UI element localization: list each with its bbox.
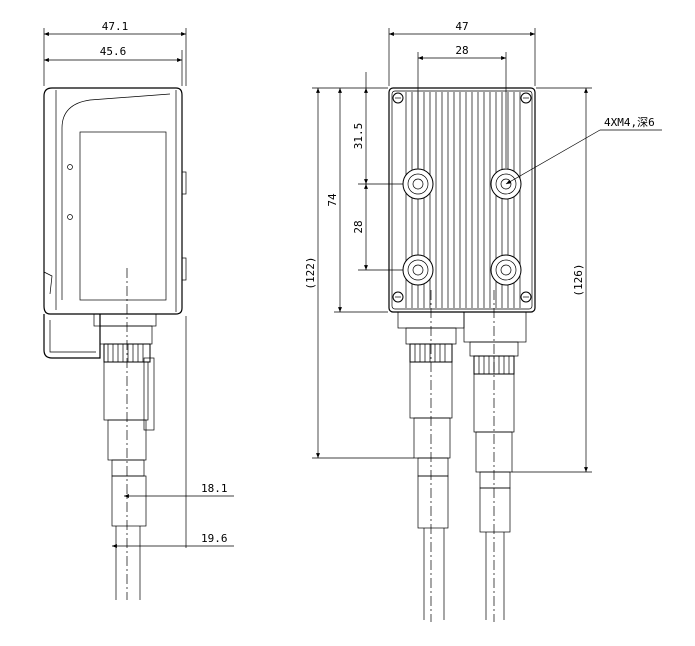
rear-dim-47-label: 47 [455, 20, 468, 33]
rear-dim-31-5: 31.5 [352, 72, 403, 185]
hole-callout-label: 4XM4,深6 [604, 116, 655, 129]
side-dim-45-6: 45.6 [44, 45, 183, 86]
side-dim-47-1: 47.1 [43, 20, 187, 86]
side-view: 47.1 45.6 18.1 19.6 [43, 20, 234, 600]
rear-dim-28-horizontal: 28 [417, 44, 507, 168]
side-dim-45-6-label: 45.6 [100, 45, 127, 58]
mounting-hole-icon [402, 168, 522, 286]
hole-callout: 4XM4,深6 [505, 116, 662, 185]
side-dim-18-1: 18.1 [124, 316, 234, 548]
rear-dim-126: (126) [512, 87, 592, 473]
rear-view: 47 28 31.5 28 74 [304, 20, 662, 622]
side-dim-18-1-label: 18.1 [201, 482, 228, 495]
rear-dim-122: (122) [304, 87, 414, 459]
rear-view-connectors [397, 290, 527, 622]
side-dim-47-1-label: 47.1 [102, 20, 129, 33]
rear-dim-31-5-label: 31.5 [352, 123, 365, 150]
rear-dim-74: 74 [326, 88, 388, 313]
rear-dim-122-label: (122) [304, 256, 317, 289]
side-view-body [43, 87, 187, 315]
rear-dim-28-vertical: 28 [352, 184, 403, 271]
rear-dim-28-vertical-label: 28 [352, 220, 365, 233]
rear-view-body [388, 87, 536, 313]
rear-dim-74-label: 74 [326, 193, 339, 207]
rear-dim-126-label: (126) [572, 263, 585, 296]
side-view-connector [43, 268, 157, 600]
rear-dim-47: 47 [388, 20, 536, 86]
rear-dim-28-horizontal-label: 28 [455, 44, 468, 57]
side-dim-19-6-label: 19.6 [201, 532, 228, 545]
corner-screw-icon [392, 92, 532, 303]
side-dim-19-6: 19.6 [112, 532, 234, 548]
